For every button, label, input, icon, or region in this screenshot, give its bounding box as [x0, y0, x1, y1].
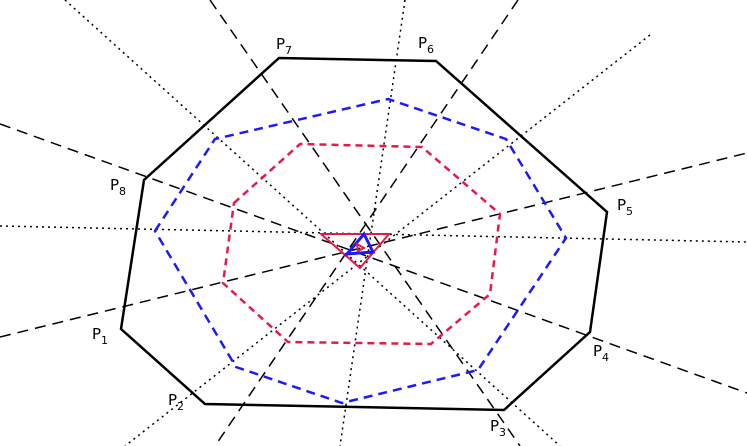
- vertex-label-p4: P4: [593, 342, 609, 364]
- dashed-line: [214, 0, 519, 446]
- dotted-line: [339, 0, 406, 446]
- red-dashed-octagon: [221, 142, 502, 346]
- dashed-line: [0, 123, 747, 394]
- vertex-label-p7: P7: [276, 35, 292, 57]
- center-triangle-blue: [343, 231, 376, 256]
- dotted-line: [64, 0, 561, 446]
- blue-dashed-octagon: [153, 97, 568, 405]
- vertex-label-p2: P2: [168, 391, 184, 413]
- vertex-label-p1: P1: [92, 325, 108, 347]
- vertex-label-p5: P5: [617, 196, 633, 218]
- outer-polygon: [119, 56, 609, 412]
- dashed-line: [209, 0, 521, 446]
- vertex-label-p3: P3: [490, 417, 506, 439]
- vertex-label-p8: P8: [110, 176, 126, 198]
- center-triangle-red: [318, 233, 392, 270]
- center-triangle-red-inner: [355, 242, 367, 253]
- vertex-label-p6: P6: [418, 34, 434, 56]
- dotted-line: [124, 34, 651, 446]
